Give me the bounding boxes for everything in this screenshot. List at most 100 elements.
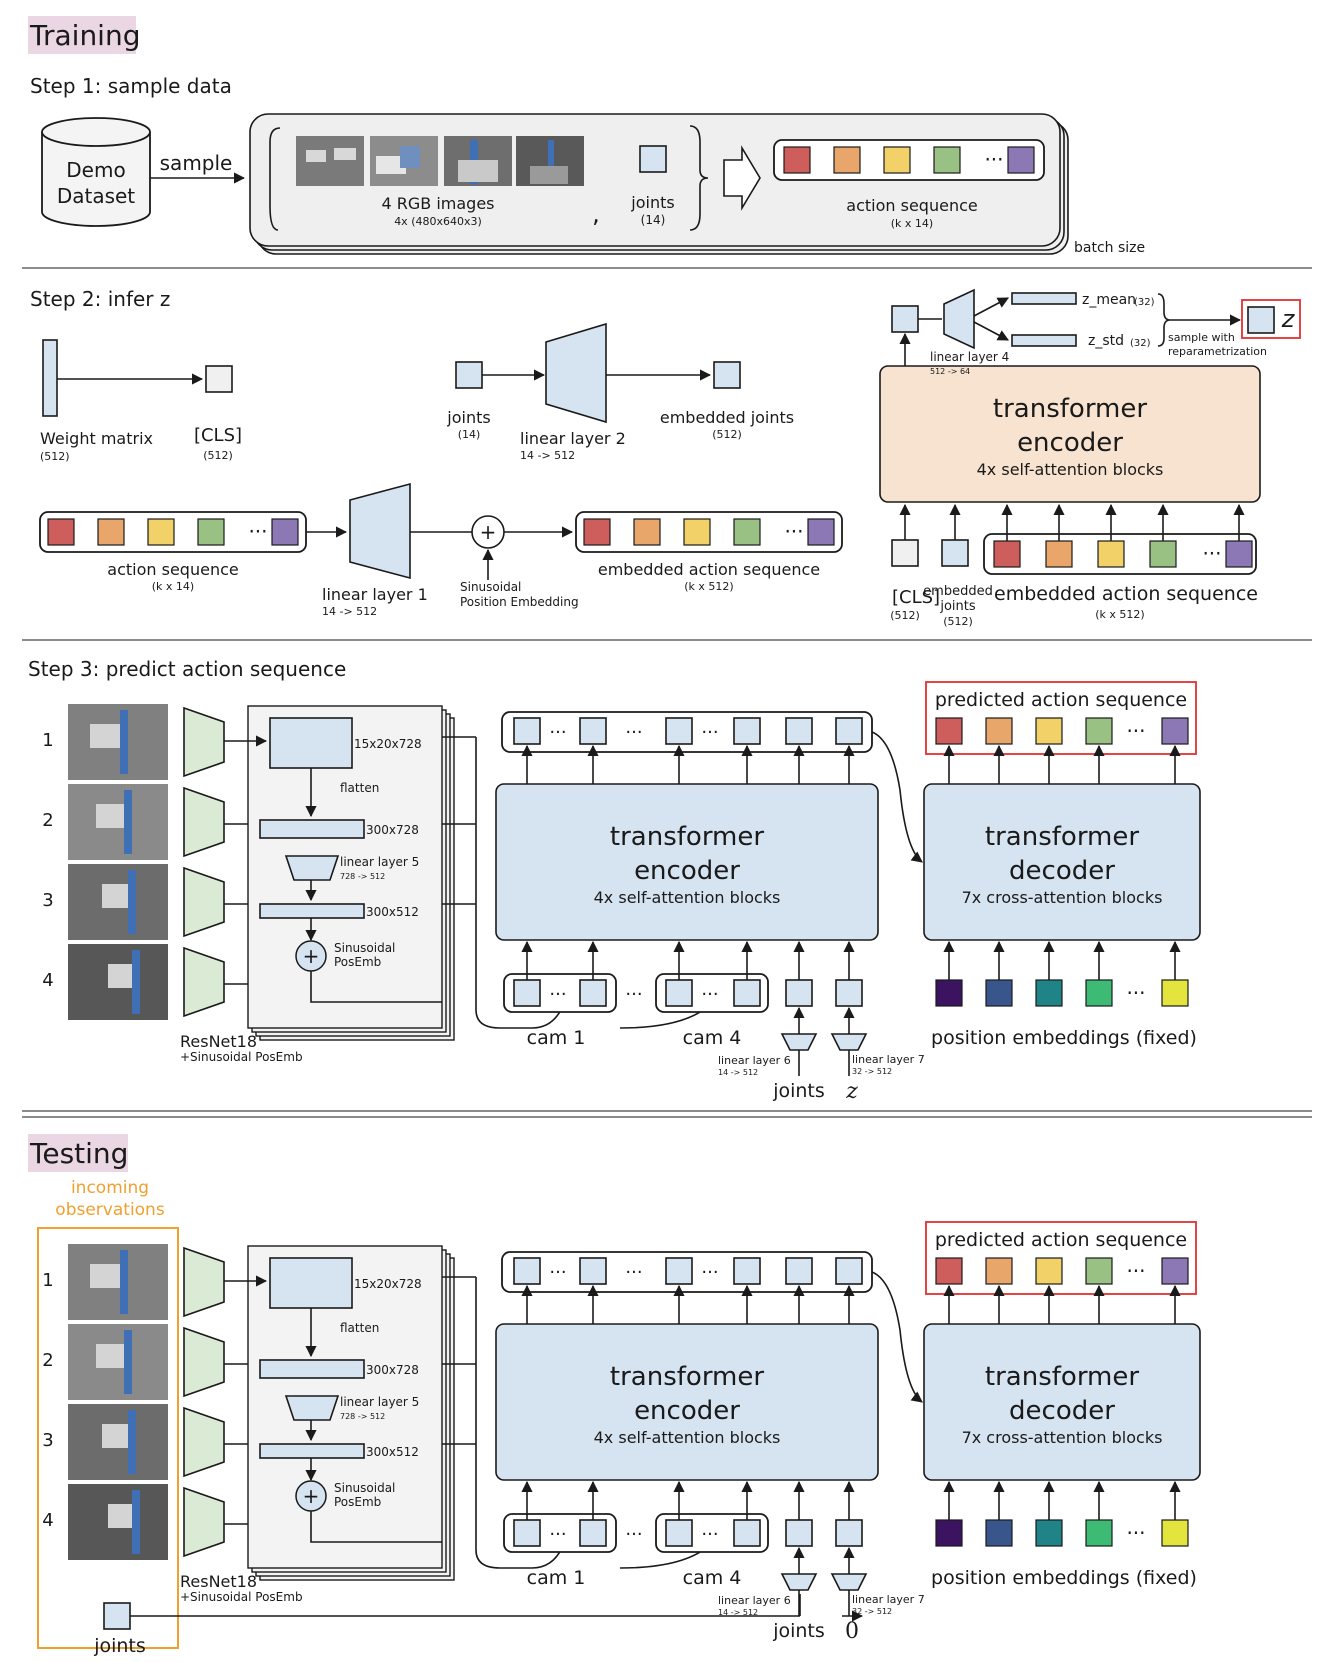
position-embedding-square	[1161, 979, 1189, 1007]
decoder-title-2: decoder	[1009, 1396, 1115, 1426]
weight-dim: (512)	[40, 450, 70, 463]
projected-block	[259, 903, 365, 919]
plus-symbol: +	[480, 520, 497, 544]
left-brace	[269, 127, 281, 231]
input-action-square	[1149, 540, 1177, 568]
position-embeddings-label: position embeddings (fixed)	[931, 1567, 1197, 1589]
input-joints-dim: (512)	[943, 615, 973, 628]
linear6-dim: 14 -> 512	[718, 1068, 758, 1077]
linear4-to-zmean-arrow	[973, 297, 1009, 317]
encoder-sub: 4x self-attention blocks	[594, 888, 781, 907]
camera-number-2: 2	[42, 810, 53, 831]
linear-layer-7	[830, 1573, 868, 1591]
flatten-label: flatten	[340, 781, 379, 795]
embedded-action-square	[733, 518, 761, 546]
cam1-bracket-line	[475, 737, 563, 1029]
weight-label: Weight matrix	[40, 429, 153, 448]
linear6-dim: 14 -> 512	[718, 1608, 758, 1617]
encoder-input-token	[513, 1519, 541, 1547]
decoder-title-1: transformer	[985, 1362, 1139, 1392]
encoder-input-token	[835, 979, 863, 1007]
step1-camera-images	[296, 136, 584, 186]
cls-output-block	[891, 305, 919, 333]
input-cls-block	[891, 539, 919, 567]
resnet-backbone-1	[183, 1246, 225, 1318]
linear-layer-6	[780, 1033, 818, 1051]
linear5-dim: 728 -> 512	[340, 1412, 385, 1421]
embedded-action-dots: ···	[784, 520, 803, 544]
z-block	[1247, 306, 1275, 334]
encoder-input-token	[785, 979, 813, 1007]
encoder-output-dots: ···	[549, 1262, 566, 1283]
resnet-backbone-2	[183, 1326, 225, 1398]
camera-number-4: 4	[42, 970, 53, 991]
encoder-input-token	[579, 1519, 607, 1547]
predicted-action-square	[1035, 717, 1063, 745]
decoder-sub: 7x cross-attention blocks	[962, 888, 1163, 907]
linear2-dim: 14 -> 512	[520, 449, 575, 462]
encoder-title-1: transformer	[610, 822, 764, 852]
camera-cable-2	[124, 790, 132, 854]
sinusoidal-label-2: Position Embedding	[460, 595, 579, 609]
flattened-dim: 300x728	[366, 823, 419, 837]
linear-layer-7	[830, 1033, 868, 1051]
cam4-label: cam 4	[683, 1567, 742, 1589]
position-embedding-dots: ···	[1126, 981, 1145, 1005]
input-action-dots: ···	[1202, 542, 1221, 566]
zstd-block	[1011, 334, 1077, 347]
joints-input-label: joints	[772, 1080, 825, 1102]
encoder-output-dots: ···	[549, 722, 566, 743]
step1-action-square	[1007, 146, 1035, 174]
posemb-label-2: PosEmb	[334, 955, 381, 969]
resnet-backbone-3	[183, 866, 225, 938]
step2-action-squares: ···	[47, 518, 299, 546]
z-input-label: z	[845, 1079, 858, 1104]
joints-label: joints	[630, 193, 674, 212]
input-joints-block	[941, 539, 969, 567]
cam1-bracket-line	[475, 1277, 563, 1569]
linear5-label: linear layer 5	[340, 1395, 419, 1409]
posemb-label-2: PosEmb	[334, 1495, 381, 1509]
linear4-label: linear layer 4	[930, 350, 1009, 364]
encoder-title-2: encoder	[634, 1396, 740, 1426]
decoder-title-1: transformer	[985, 822, 1139, 852]
predicted-action-label: predicted action sequence	[935, 689, 1187, 711]
predicted-action-box	[925, 681, 1197, 755]
linear-layer-5	[284, 1395, 340, 1421]
camera-object-2	[96, 804, 126, 828]
linear6-label: linear layer 6	[718, 1594, 791, 1607]
step2-action-dots: ···	[248, 520, 267, 544]
step1-title: Step 1: sample data	[30, 74, 232, 98]
resnet-backbone-1	[183, 706, 225, 778]
cam1-label: cam 1	[527, 1567, 586, 1589]
step2-action-square	[271, 518, 299, 546]
feature-map-dim: 15x20x728	[354, 737, 422, 751]
predicted-action-square	[985, 1257, 1013, 1285]
zstd-label: z_std	[1088, 333, 1124, 349]
encoder-output-token	[785, 717, 813, 745]
camera-cable-1	[120, 1250, 128, 1314]
camera-number-3: 3	[42, 890, 53, 911]
linear7-label: linear layer 7	[852, 1053, 925, 1066]
encoder-to-decoder-arrow	[871, 1271, 923, 1403]
resnet-label: ResNet18	[180, 1032, 257, 1051]
predicted-action-square	[1085, 717, 1113, 745]
encoder-input-token	[733, 979, 761, 1007]
step1-action-squares: ···	[783, 146, 1035, 174]
feature-map-block	[269, 717, 353, 769]
z-highlight-box	[1241, 299, 1301, 339]
step1-action-label: action sequence	[846, 196, 977, 215]
encoder-input-token	[579, 979, 607, 1007]
transformer-decoder	[923, 1323, 1201, 1481]
step1-action-square	[883, 146, 911, 174]
camera-number-1: 1	[42, 1270, 53, 1291]
input-cls-label: [CLS]	[892, 587, 940, 608]
predicted-action-square	[985, 717, 1013, 745]
linear5-dim: 728 -> 512	[340, 872, 385, 881]
input-cls-dim: (512)	[890, 609, 920, 622]
dataset-label-2: Dataset	[57, 184, 135, 208]
projected-block	[259, 1443, 365, 1459]
incoming-label-1: incoming	[71, 1178, 149, 1198]
position-embedding-square	[935, 979, 963, 1007]
predicted-action-square	[1161, 717, 1189, 745]
